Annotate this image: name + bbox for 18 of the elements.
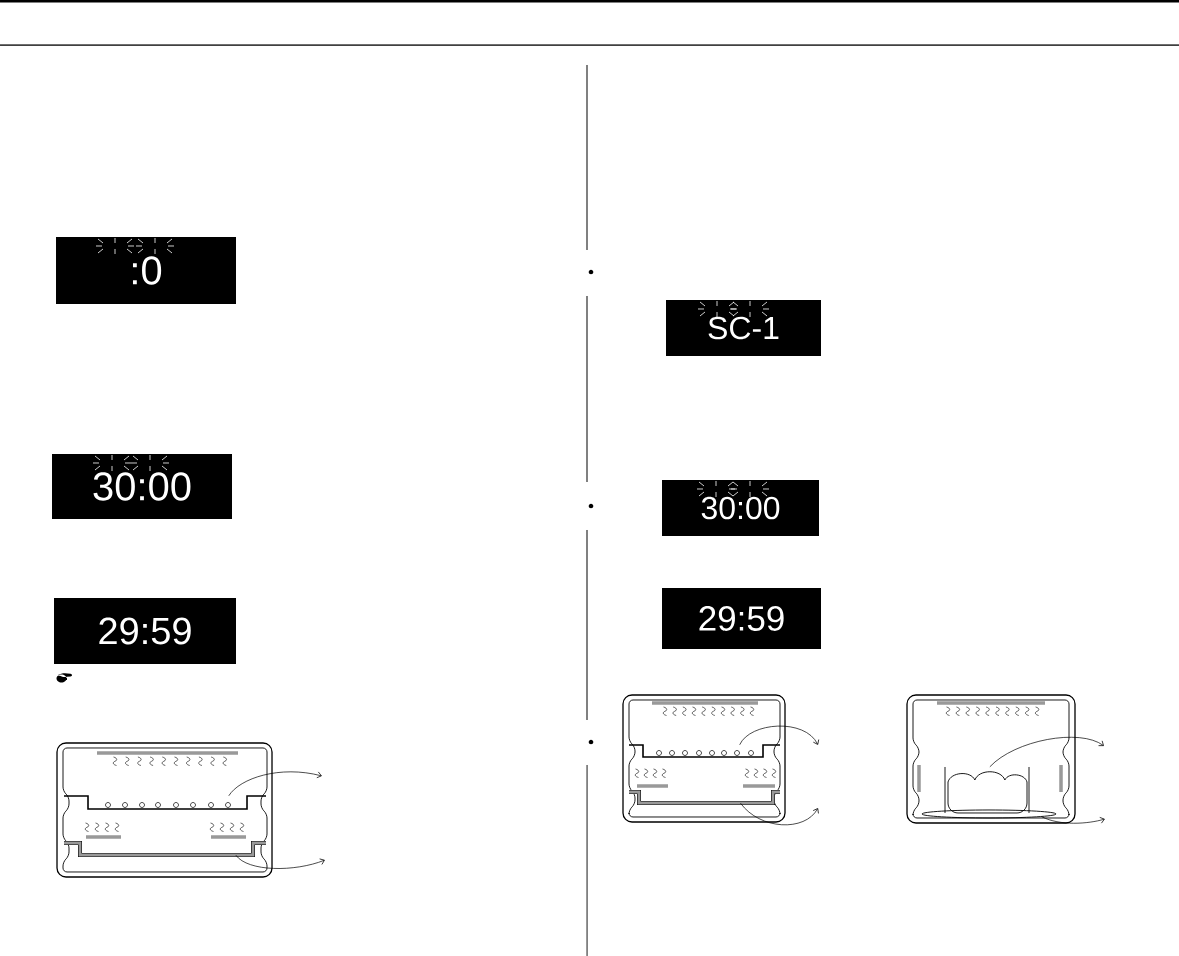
wire-rack <box>63 795 267 810</box>
leader-line <box>740 802 819 826</box>
leader-line <box>235 854 325 869</box>
display-screen: 29:59 <box>54 598 236 664</box>
leader-line <box>739 725 820 746</box>
display-screen: SC-1 <box>666 300 821 356</box>
wire-rack <box>628 744 781 758</box>
display-screen: 30:00 <box>662 480 819 536</box>
display-screen: :0 <box>56 237 236 304</box>
display-screen: 30:00 <box>52 454 232 519</box>
leader-line <box>1041 816 1105 824</box>
leader-line <box>989 736 1104 768</box>
baking-tray <box>629 790 780 805</box>
food-dish <box>944 766 1030 814</box>
leader-line <box>228 771 322 797</box>
baking-tray <box>64 841 266 857</box>
turntable <box>921 809 1057 819</box>
display-screen: 29:59 <box>662 588 821 649</box>
